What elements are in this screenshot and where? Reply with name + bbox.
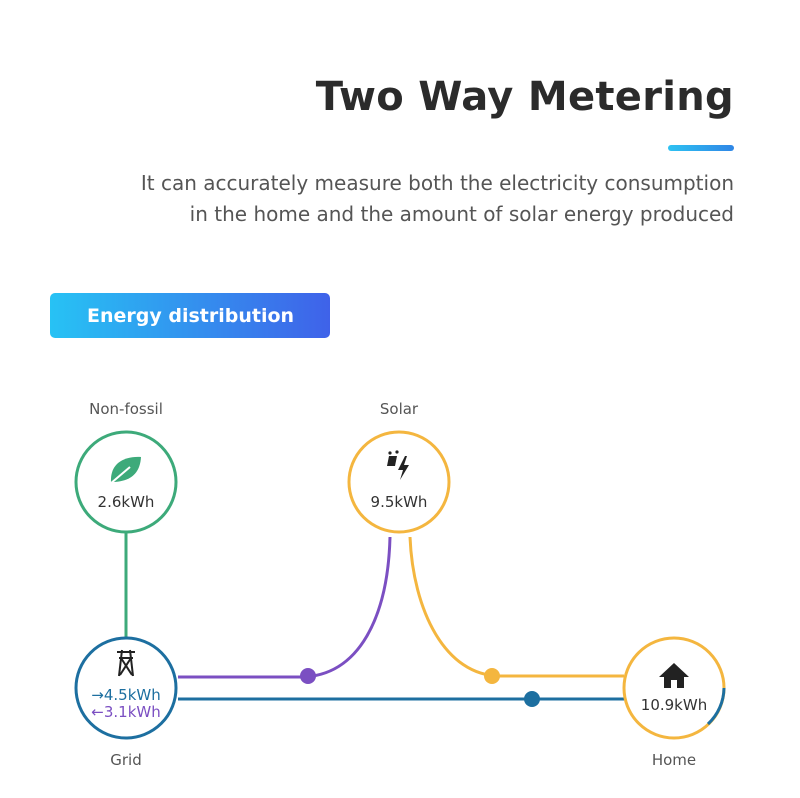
subtitle-line-1: It can accurately measure both the elect… xyxy=(140,171,734,195)
flow-solar-to-grid xyxy=(178,536,392,679)
node-grid-ring xyxy=(74,636,178,740)
section-label-text: Energy distribution xyxy=(87,304,295,327)
solar-panel-bolt-icon xyxy=(387,450,409,480)
subtitle-line-2: in the home and the amount of solar ener… xyxy=(189,202,734,226)
node-grid-label: Grid xyxy=(110,751,141,769)
flow-solar-to-home xyxy=(408,536,624,678)
power-tower-icon xyxy=(117,649,135,677)
node-solar[interactable]: Solar 9.5kWh xyxy=(347,400,451,534)
node-grid-export-value: ←3.1kWh xyxy=(91,703,160,721)
node-nonfossil-label: Non-fossil xyxy=(89,400,163,418)
node-solar-ring xyxy=(347,430,451,534)
node-nonfossil-value: 2.6kWh xyxy=(98,493,155,511)
flow-dot-grid-to-home xyxy=(524,691,540,707)
node-nonfossil-ring xyxy=(74,430,178,534)
node-home-ring-grid-share xyxy=(706,687,726,726)
page-title: Two Way Metering xyxy=(315,74,734,120)
node-nonfossil[interactable]: Non-fossil 2.6kWh xyxy=(74,400,178,534)
node-grid[interactable]: →4.5kWh ←3.1kWh Grid xyxy=(74,636,178,769)
page-subtitle: It can accurately measure both the elect… xyxy=(141,168,734,230)
node-home[interactable]: 10.9kWh Home xyxy=(622,636,726,769)
leaf-icon xyxy=(109,456,141,485)
title-underline xyxy=(668,145,734,151)
node-home-label: Home xyxy=(652,751,696,769)
section-label-energy-distribution: Energy distribution xyxy=(50,293,330,338)
node-home-value: 10.9kWh xyxy=(641,696,707,714)
node-solar-label: Solar xyxy=(380,400,419,418)
flow-dot-solar-to-home xyxy=(484,668,500,684)
node-solar-value: 9.5kWh xyxy=(371,493,428,511)
flow-dot-solar-to-grid xyxy=(300,668,316,684)
node-grid-import-value: →4.5kWh xyxy=(91,686,160,704)
house-icon xyxy=(659,663,689,688)
